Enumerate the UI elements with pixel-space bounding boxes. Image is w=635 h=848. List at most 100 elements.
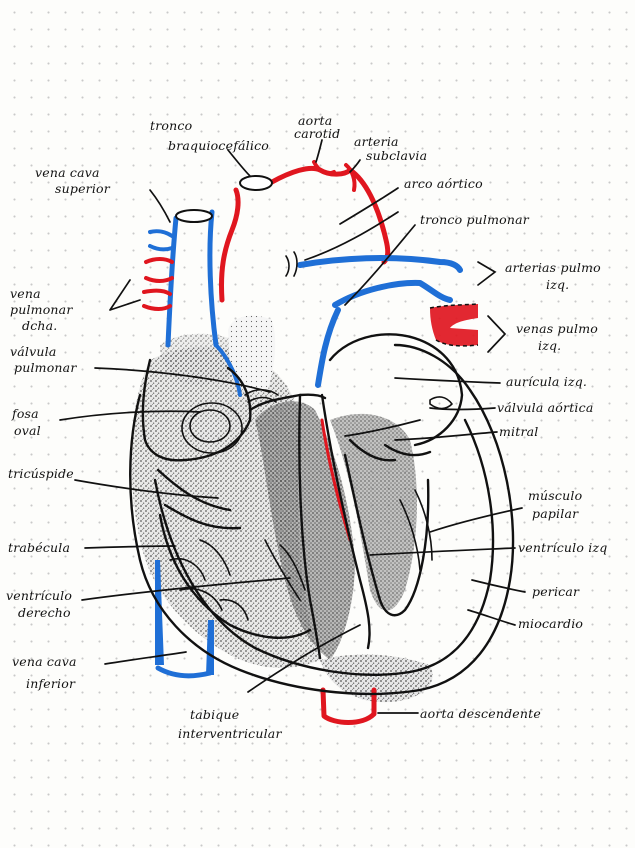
pulmonary-trunk-left-wall — [315, 307, 341, 388]
label-fosa-oval-1: fosa — [11, 406, 39, 421]
mitral-valve — [348, 438, 432, 462]
bracket-arterias — [477, 261, 497, 286]
label-venas-pulmo-2: izq. — [538, 338, 561, 353]
leader-miocardio — [467, 609, 516, 626]
pulmonary-trunk-cut — [285, 251, 298, 277]
heart-outlines — [129, 333, 515, 696]
leader-valvula-pulmonar — [94, 367, 271, 393]
descending-aorta — [320, 687, 377, 725]
leader-subclavia — [349, 159, 361, 173]
left-atrium-outline — [328, 333, 464, 447]
left-pulmonary-artery-bottom — [332, 279, 453, 308]
aortic-arch-top — [269, 165, 391, 265]
label-ventriculo-derecho-1: ventrículo — [6, 588, 72, 603]
right-atrium-outline — [141, 358, 252, 462]
svc-opening — [175, 209, 213, 223]
septum-right — [320, 393, 371, 650]
leader-mitral — [394, 431, 498, 441]
label-arterias-pulmo-2: izq. — [546, 277, 569, 292]
fosa-oval — [181, 402, 243, 454]
label-tabique-1: tabique — [190, 707, 239, 722]
leader-aorta-carotid — [315, 139, 323, 163]
leader-lines — [59, 139, 526, 714]
label-valvula-pulmonar-1: válvula — [10, 344, 56, 359]
septum-left — [298, 393, 322, 660]
label-vena-pulmonar-1: vena — [10, 286, 41, 301]
papillary-muscle-left — [399, 489, 433, 571]
left-ventricle-inner — [343, 453, 430, 617]
trabeculae — [169, 539, 249, 621]
label-auricula-izq: aurícula izq. — [506, 374, 587, 389]
label-tronco-pulmonar: tronco pulmonar — [420, 212, 530, 227]
label-valvula-aortica: válvula aórtica — [497, 400, 593, 415]
leader-fosa-oval — [59, 410, 201, 421]
label-vena-cava-inf-2: inferior — [26, 676, 76, 691]
label-vena-cava-sup-1: vena cava — [35, 165, 100, 180]
labels: tronco braquiocefálico aorta carotid art… — [6, 113, 607, 741]
left-pulmonary-veins — [430, 304, 478, 346]
inferior-vena-cava — [155, 560, 214, 675]
leader-tabique — [247, 624, 361, 693]
pulmonary-trunk-shading — [228, 315, 276, 392]
fosa-oval-inner — [189, 409, 231, 443]
aortic-arch-outer — [219, 187, 241, 303]
leader-tronco — [227, 149, 251, 177]
left-ventricle-shading — [330, 413, 417, 611]
leader-valvula-aortica — [429, 407, 496, 411]
label-aorta: aorta — [298, 113, 332, 128]
label-pericardio: pericar — [532, 584, 580, 599]
leader-tronco-pulmonar — [344, 224, 416, 306]
label-vena-cava-inf-1: vena cava — [12, 654, 77, 669]
label-braquiocefalico: braquiocefálico — [168, 138, 269, 153]
brachiocephalic-opening — [239, 175, 273, 191]
right-pulmonary-vein-upper — [144, 257, 174, 283]
label-musculo-papilar-2: papilar — [532, 506, 579, 521]
label-vena-cava-sup-2: superior — [55, 181, 111, 196]
leader-tronco-pulmonar-2 — [304, 211, 399, 261]
label-arterias-pulmo-1: arterias pulmo — [505, 260, 601, 275]
label-arco-aortico: arco aórtico — [404, 176, 483, 191]
leader-trabecula — [84, 545, 176, 549]
leader-arco-aortico — [339, 187, 399, 225]
label-carotid: carotid — [294, 126, 340, 141]
bracket-venas — [487, 315, 507, 353]
leader-pericardio — [471, 579, 526, 593]
aortic-valve — [429, 396, 453, 410]
subclavian-branch — [344, 163, 357, 192]
aorta-base — [248, 393, 327, 412]
apex-shading — [320, 654, 433, 703]
left-pulmonary-artery-top — [297, 255, 463, 273]
label-valvula-pulmonar-2: pulmonar — [14, 360, 77, 375]
right-ventricle-inner — [158, 513, 312, 639]
vessels — [142, 160, 479, 725]
leader-mitral-2 — [344, 419, 421, 437]
leader-vena-cava-inf — [104, 651, 187, 665]
right-pulmonary-vein-blue — [148, 229, 174, 252]
label-miocardio: miocardio — [518, 616, 583, 631]
label-tronco: tronco — [150, 118, 192, 133]
leader-ventriculo-derecho — [81, 577, 291, 601]
label-ventriculo-derecho-2: derecho — [18, 605, 71, 620]
label-mitral: mitral — [499, 424, 539, 439]
label-arteria: arteria — [354, 134, 399, 149]
right-pulmonary-vein-lower — [142, 288, 172, 311]
label-vena-pulmonar-2: pulmonar — [10, 302, 73, 317]
label-vena-pulmonar-3: dcha. — [22, 318, 57, 333]
label-venas-pulmo-1: venas pulmo — [516, 321, 598, 336]
leader-ventriculo-izq — [369, 547, 516, 556]
pericardium-outline — [129, 343, 515, 696]
label-subclavia: subclavia — [366, 148, 427, 163]
label-aorta-descendente: aorta descendente — [420, 706, 541, 721]
ivc-bottom — [155, 665, 213, 679]
leader-vena-pulmonar — [109, 279, 141, 311]
label-musculo-papilar-1: músculo — [528, 488, 582, 503]
leader-auricula — [394, 377, 501, 384]
carotid-branch — [312, 160, 336, 176]
leader-tricuspide — [74, 479, 219, 499]
leader-vena-cava-sup — [149, 189, 171, 223]
label-trabecula: trabécula — [8, 540, 70, 555]
leader-musculo-papilar — [429, 507, 523, 533]
superior-vena-cava-right-wall — [207, 209, 219, 348]
label-ventriculo-izq: ventrículo izq — [518, 540, 607, 555]
